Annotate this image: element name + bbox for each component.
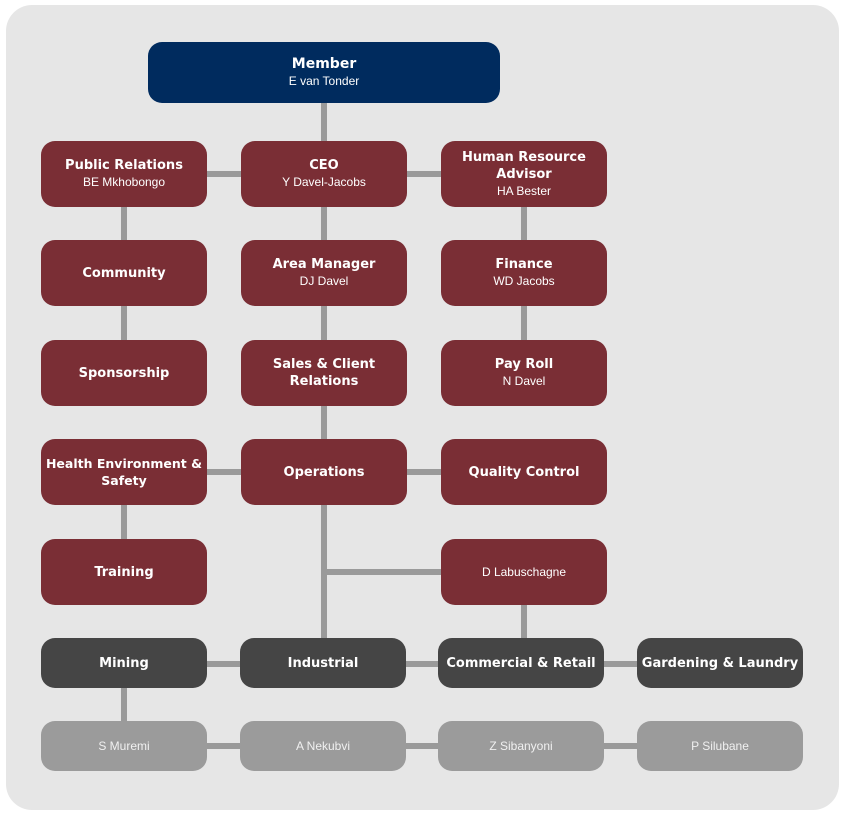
node-public-relations: Public Relations BE Mkhobongo bbox=[41, 141, 207, 207]
node-person: HA Bester bbox=[496, 183, 552, 198]
node-title: Mining bbox=[99, 655, 149, 671]
node-s-muremi: S Muremi bbox=[41, 721, 207, 771]
node-person: E van Tonder bbox=[288, 73, 360, 88]
node-commercial-retail: Commercial & Retail bbox=[438, 638, 604, 688]
node-member: Member E van Tonder bbox=[148, 42, 500, 103]
connector bbox=[207, 469, 243, 475]
node-person: D Labuschagne bbox=[481, 564, 567, 579]
node-person: S Muremi bbox=[98, 738, 150, 753]
node-quality-control: Quality Control bbox=[441, 439, 607, 505]
node-person: N Davel bbox=[502, 374, 546, 388]
node-person: WD Jacobs bbox=[493, 274, 555, 288]
connector bbox=[406, 469, 442, 475]
connector bbox=[321, 305, 327, 341]
node-health-environment-safety: Health Environment & Safety bbox=[41, 439, 207, 505]
node-title: Gardening & Laundry bbox=[641, 655, 799, 671]
connector bbox=[207, 743, 241, 749]
node-title: Community bbox=[82, 265, 166, 281]
node-title: Pay Roll bbox=[494, 357, 554, 372]
connector bbox=[207, 171, 243, 177]
node-person: A Nekubvi bbox=[295, 738, 351, 753]
connector bbox=[121, 504, 127, 540]
node-title: Public Relations bbox=[65, 158, 183, 173]
connector bbox=[321, 206, 327, 242]
node-title: Commercial & Retail bbox=[446, 655, 596, 671]
connector bbox=[321, 569, 442, 575]
connector bbox=[121, 305, 127, 341]
node-title: Member bbox=[291, 55, 357, 72]
node-mining: Mining bbox=[41, 638, 207, 688]
connector bbox=[521, 604, 527, 640]
node-p-silubane: P Silubane bbox=[637, 721, 803, 771]
connector bbox=[121, 206, 127, 242]
connector bbox=[603, 743, 638, 749]
connector bbox=[405, 661, 440, 667]
node-community: Community bbox=[41, 240, 207, 306]
node-title: CEO bbox=[309, 158, 339, 173]
node-title: Operations bbox=[283, 464, 365, 480]
node-person: P Silubane bbox=[691, 738, 749, 753]
node-title: Quality Control bbox=[468, 464, 580, 480]
connector bbox=[521, 305, 527, 341]
node-hr-advisor: Human Resource Advisor HA Bester bbox=[441, 141, 607, 207]
node-person: BE Mkhobongo bbox=[82, 175, 166, 189]
node-payroll: Pay Roll N Davel bbox=[441, 340, 607, 406]
node-title: Area Manager bbox=[272, 257, 376, 272]
node-a-nekubvi: A Nekubvi bbox=[240, 721, 406, 771]
org-chart-panel bbox=[6, 5, 839, 810]
node-operations: Operations bbox=[241, 439, 407, 505]
connector bbox=[405, 743, 440, 749]
node-title: Health Environment & Safety bbox=[45, 456, 203, 488]
node-person: Y Davel-Jacobs bbox=[282, 175, 366, 189]
connector bbox=[321, 405, 327, 441]
node-z-sibanyoni: Z Sibanyoni bbox=[438, 721, 604, 771]
node-title: Training bbox=[94, 564, 154, 580]
node-title: Industrial bbox=[287, 655, 359, 671]
connector bbox=[321, 102, 327, 142]
connector bbox=[406, 171, 442, 177]
connector bbox=[207, 661, 241, 667]
node-title: Sales & Client Relations bbox=[272, 357, 376, 389]
node-area-manager: Area Manager DJ Davel bbox=[241, 240, 407, 306]
node-person: Z Sibanyoni bbox=[489, 738, 553, 753]
node-industrial: Industrial bbox=[240, 638, 406, 688]
node-d-labuschagne: D Labuschagne bbox=[441, 539, 607, 605]
node-sponsorship: Sponsorship bbox=[41, 340, 207, 406]
node-title: Human Resource Advisor bbox=[462, 149, 586, 182]
node-gardening-laundry: Gardening & Laundry bbox=[637, 638, 803, 688]
connector bbox=[121, 687, 127, 723]
node-finance: Finance WD Jacobs bbox=[441, 240, 607, 306]
connector bbox=[521, 206, 527, 242]
node-person: DJ Davel bbox=[299, 274, 349, 288]
connector bbox=[603, 661, 638, 667]
node-training: Training bbox=[41, 539, 207, 605]
node-title: Finance bbox=[495, 257, 553, 272]
node-title: Sponsorship bbox=[78, 365, 170, 381]
node-sales-client-relations: Sales & Client Relations bbox=[241, 340, 407, 406]
node-ceo: CEO Y Davel-Jacobs bbox=[241, 141, 407, 207]
